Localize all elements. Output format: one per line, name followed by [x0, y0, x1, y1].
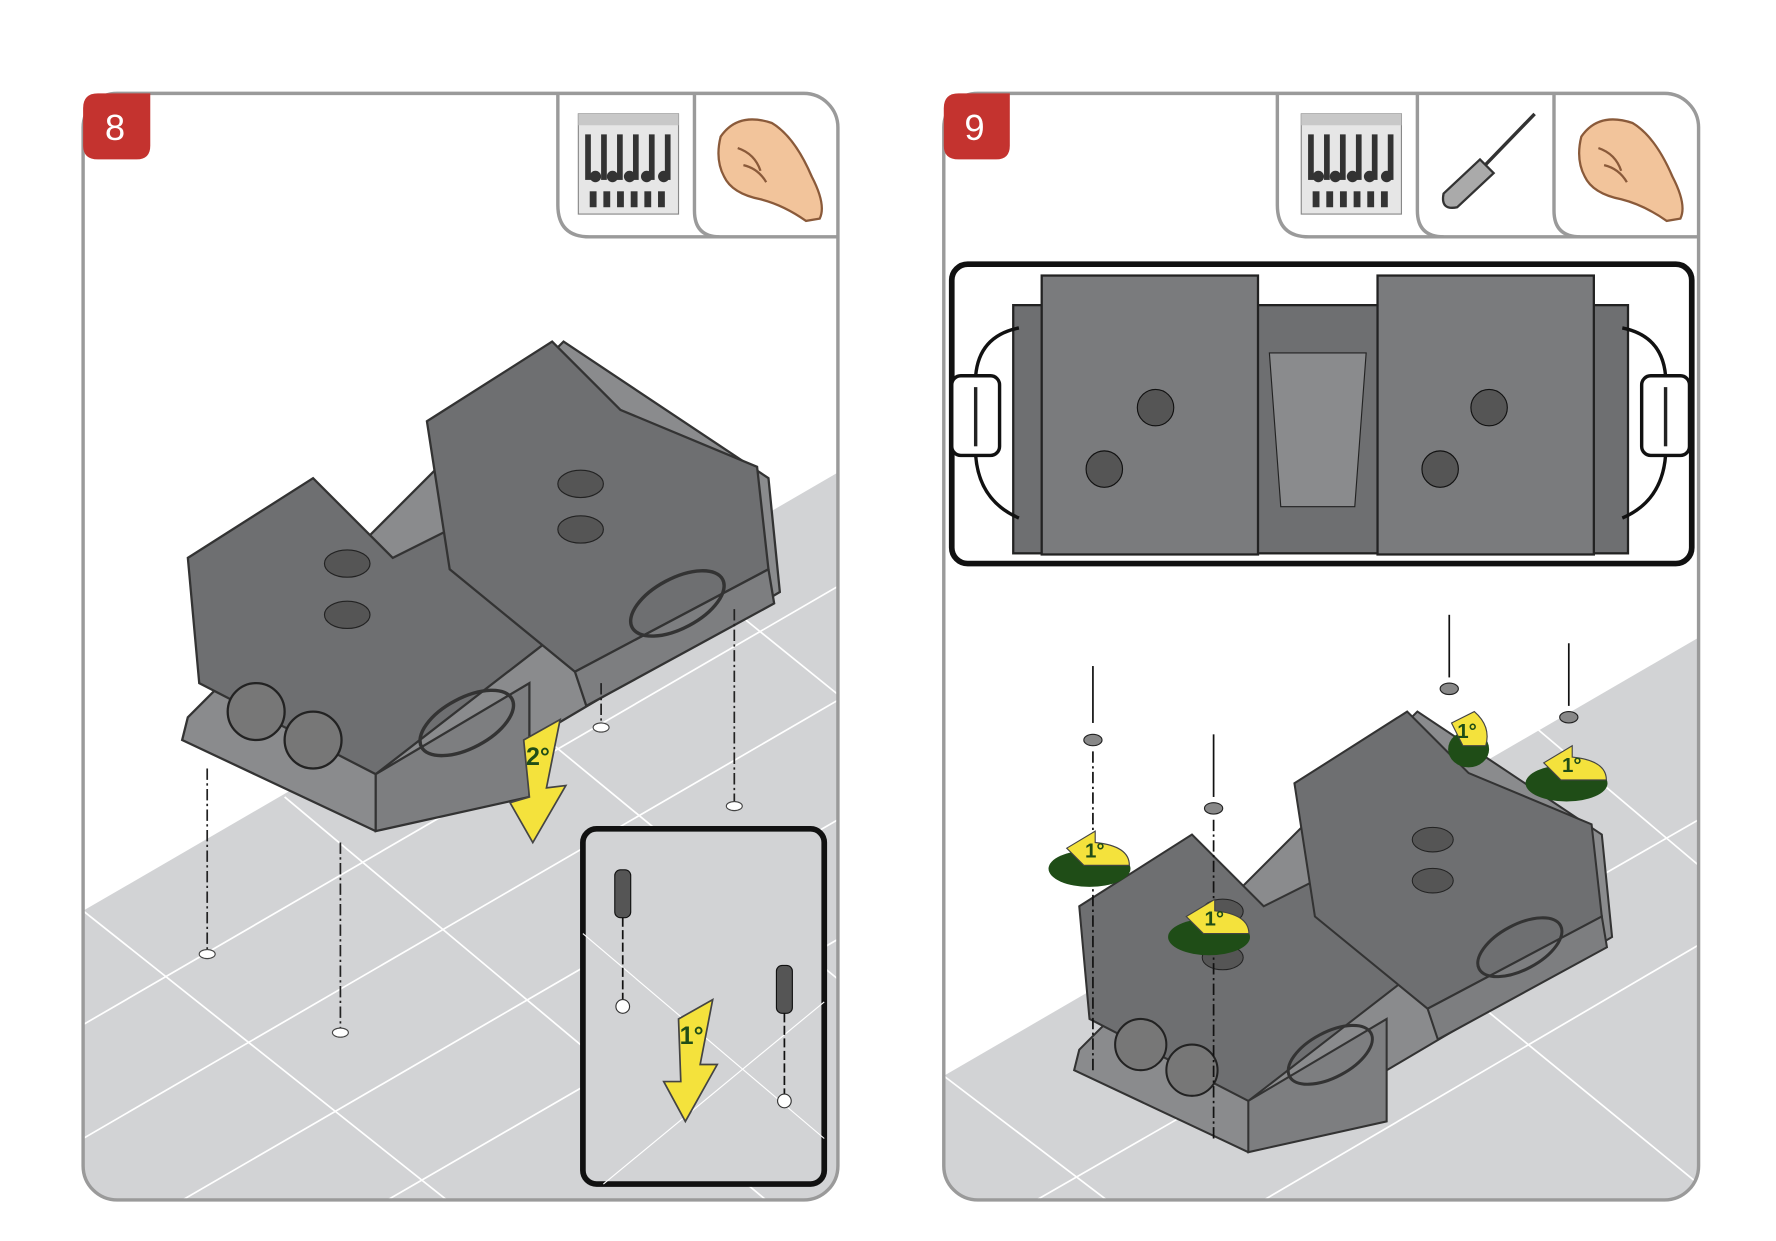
rotate-arrows: 1° 1° 1° 1°	[1048, 710, 1608, 956]
arrow-step-2: 2°	[508, 717, 568, 845]
screws	[1092, 614, 1570, 1139]
screws-kit-icon	[1300, 113, 1403, 215]
screwdriver-icon	[1441, 112, 1536, 209]
tools-strip	[1275, 93, 1699, 239]
step-number: 8	[105, 107, 125, 148]
screws-kit-icon	[577, 113, 680, 215]
step-9-panel: 1° 1° 1° 1°	[942, 91, 1701, 1202]
foot-guides	[206, 609, 736, 1031]
top-view-inset	[948, 261, 1695, 567]
step-badge-9: 9	[943, 93, 1010, 160]
step-8-panel: 2° 1° 8	[81, 91, 840, 1202]
rotate-label: 1°	[1204, 908, 1224, 931]
rotate-label: 1°	[1457, 720, 1477, 743]
arrow-label-1: 1°	[680, 1022, 704, 1050]
rotate-label: 1°	[1085, 839, 1105, 862]
arrow-label-2: 2°	[526, 743, 550, 771]
rotate-label: 1°	[1562, 754, 1582, 777]
step-badge-8: 8	[83, 93, 151, 160]
tools-strip	[556, 93, 838, 239]
inset-detail: 1°	[580, 825, 828, 1187]
step-number: 9	[964, 107, 984, 148]
